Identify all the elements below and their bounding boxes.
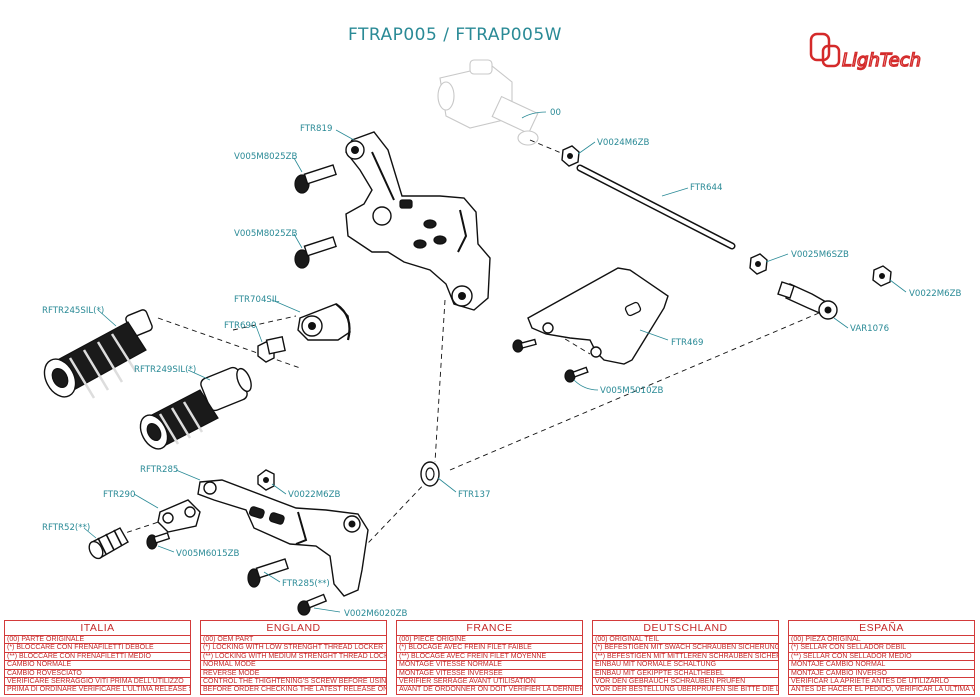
spacer-ftr704sil [297,303,351,341]
label-ftr704sil: FTR704SIL [234,295,279,305]
label-ftr469: FTR469 [671,338,703,348]
footpeg-rftr245sil [43,309,153,399]
legend-row: EINBAU MIT NORMALE SCHALTUNG [593,661,778,670]
legend-row: REVERSE MODE [201,670,386,678]
toe-peg-rftr52 [88,527,129,560]
washer-ftr137 [420,461,440,487]
screw-v002m6020zb [297,593,328,616]
legend-row: PRIMA DI ORDINARE VERIFICARE L'ULTIMA RE… [7,686,190,694]
label-ftr690: FTR690 [224,321,256,331]
legend-row: (*) SELLAR CON SELLADOR DEBIL [789,644,974,653]
label-rftr285: RFTR285 [140,465,178,475]
oem-part-ghost [437,59,539,146]
legend-row: (**) SELLAR CON SELLADOR MEDIO [789,653,974,662]
label-rftr249sil: RFTR249SIL(*) [134,365,196,375]
legend-row: ANTES DE HACER EL PEDIDO, VERIFICAR LA U… [791,686,974,694]
legend-lang: ESPAÑA [789,621,974,636]
legend-column-espana: ESPAÑA (00) PIEZA ORIGINAL (*) SELLAR CO… [788,620,975,695]
legend-row: (00) PARTE ORIGINALE [5,636,190,645]
legend-row: (*) BLOCCARE CON FRENAFILETTI DEBOLE [5,644,190,653]
legend-row: CAMBIO ROVESCIATO [5,670,190,678]
label-var1076: VAR1076 [850,324,889,334]
legend-row: VOR DER BESTELLUNG UBERPRUFEN SIE BITTE … [595,686,778,694]
legend-row: (00) ORIGINAL TEIL [593,636,778,645]
legend-table: ITALIA (00) PARTE ORIGINALE (*) BLOCCARE… [4,620,976,696]
rod-ftr644 [576,164,736,250]
legend-row: (00) PIECE ORIGINE [397,636,582,645]
exploded-parts-diagram: FTRAP005 / FTRAP005W LighTech [42,25,962,619]
legend-row: (**) BLOCAGE AVEC FREIN FILET MOYENNE [397,653,582,662]
label-v0024m6zb: V0024M6ZB [597,138,650,148]
legend-row: MONTAJE CAMBIO INVERSO [789,670,974,678]
legend-row: VERIFIER SERRAGE AVANT UTILISATION [397,678,582,687]
legend-row: (*) LOCKING WITH LOW STRENGHT THREAD LOC… [201,644,386,653]
shift-lever-rftr285 [197,479,369,597]
bushing-ftr690 [257,335,286,363]
label-v0025m6szb: V0025M6SZB [791,250,849,260]
legend-row: CONTROL THE THIGHTENING'S SCREW BEFORE U… [201,677,386,687]
legend-row: (00) PIEZA ORIGINAL [789,636,974,645]
legend-row: (**) BLOCCARE CON FRENAFILETTI MEDIO [5,653,190,662]
legend-row: MONTAGE VITESSE INVERSEE [397,670,582,678]
legend-column-italia: ITALIA (00) PARTE ORIGINALE (*) BLOCCARE… [4,620,191,695]
legend-lang: DEUTSCHLAND [593,621,778,636]
legend-row: EINBAU MIT GEKIPPTE SCHALTHEBEL [593,670,778,678]
screw-v005m8025zb-top [294,164,337,194]
bracket-ftr469 [527,267,669,365]
screw-small-left [512,338,537,353]
rod-end-var1076 [777,281,838,320]
legend-row: (**) LOCKING WITH MEDIUM STRENGHT THREAD… [201,652,386,662]
screw-v005m5010zb [564,366,589,383]
legend-row: VOR DEN GEBRAUCH SCHRAUBEN PRUFEN [593,678,778,687]
label-ftr137: FTR137 [458,490,490,500]
label-v002m6020zb: V002M6020ZB [344,609,407,619]
legend-row: VERIFICAR LA APRIETE ANTES DE UTILIZARLO [789,678,974,687]
label-v005m8025zb-top: V005M8025ZB [234,152,297,162]
legend-lang: FRANCE [397,621,582,636]
nut-v0022m6zb-right [872,265,892,287]
nut-v0022m6zb-left [257,469,275,491]
nut-v0024m6zb [561,145,580,167]
label-ftr644: FTR644 [690,183,722,193]
legend-row: CAMBIO NORMALE [5,661,190,670]
nut-v0025m6szb [749,253,768,275]
legend-column-england: ENGLAND (00) OEM PART (*) LOCKING WITH L… [200,620,387,695]
label-ftr285: FTR285(**) [282,579,330,589]
legend-column-france: FRANCE (00) PIECE ORIGINE (*) BLOCAGE AV… [396,620,583,695]
legend-row: NORMAL MODE [201,661,386,670]
legend-row: MONTAJE CAMBIO NORMAL [789,661,974,670]
legend-row: (*) BEFESTIGEN MIT SWACH SCHRAUBEN SICHE… [593,644,778,653]
legend-row: (00) OEM PART [201,636,386,645]
label-v0022m6zb-right: V0022M6ZB [909,289,962,299]
legend-row: (*) BLOCAGE AVEC FREIN FILET FAIBLE [397,644,582,653]
label-ftr819: FTR819 [300,124,332,134]
label-00: 00 [550,108,561,118]
plate-ftr290 [157,499,201,533]
legend-row: VERIFICARE SERRAGGIO VITI PRIMA DELL'UTI… [5,678,190,687]
label-v005m8025zb-bottom: V005M8025ZB [234,229,297,239]
legend-lang: ENGLAND [201,621,386,636]
screw-v005m6015zb [146,531,171,550]
legend-row: AVANT DE ORDONNER ON DOIT VERIFIER LA DE… [399,686,582,694]
brand-name: LighTech [842,50,921,71]
legend-row: BEFORE ORDER CHECKING THE LATEST RELEASE… [203,686,386,694]
rearset-plate-ftr819 [345,131,491,311]
label-ftr290: FTR290 [103,490,135,500]
legend-row: MONTAGE VITESSE NORMALE [397,661,582,670]
footpeg-rftr249sil [139,366,252,450]
label-rftr245sil: RFTR245SIL(*) [42,306,104,316]
legend-row: (**) BEFESTIGEN MIT MITTLEREN SCHRAUBEN … [593,652,778,662]
diagram-title: FTRAP005 / FTRAP005W [348,25,562,45]
label-v0022m6zb-left: V0022M6ZB [288,490,341,500]
screw-v005m8025zb-bottom [294,236,337,269]
lightech-logo: LighTech [809,32,922,72]
label-v005m5010zb: V005M5010ZB [600,386,663,396]
label-rftr52: RFTR52(**) [42,523,90,533]
label-v005m6015zb: V005M6015ZB [176,549,239,559]
legend-column-deutschland: DEUTSCHLAND (00) ORIGINAL TEIL (*) BEFES… [592,620,779,695]
legend-lang: ITALIA [5,621,190,636]
bolt-ftr285 [247,558,289,588]
